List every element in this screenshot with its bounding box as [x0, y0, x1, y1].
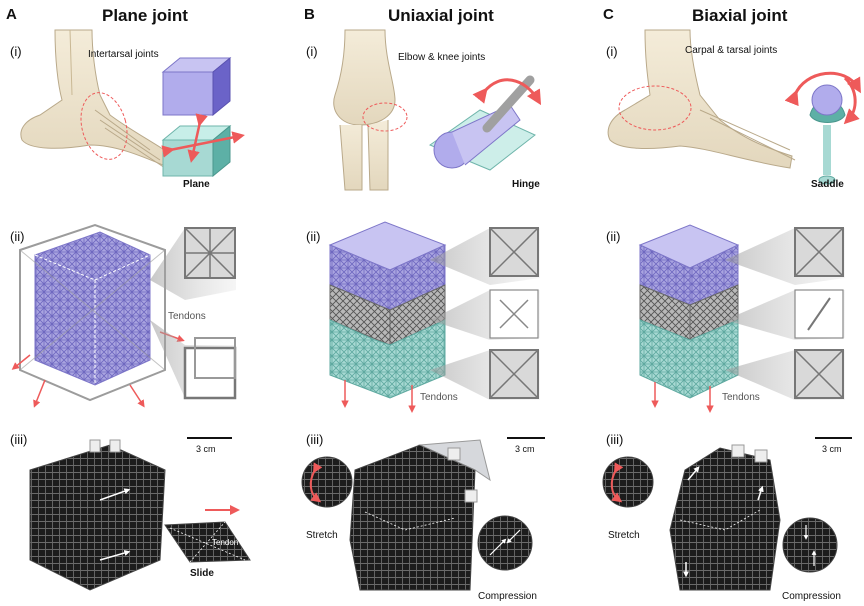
panel-a-label-ii: (ii) [10, 229, 25, 244]
scale-label-a: 3 cm [196, 444, 216, 454]
panel-b-joint-text: Elbow & knee joints [398, 52, 486, 63]
saddle-icon [784, 71, 861, 185]
unit-cell-callouts-a [150, 227, 237, 400]
unit-cell-callouts-c [725, 227, 845, 400]
panel-a-label-i: (i) [10, 44, 22, 59]
unit-cell-callouts-b [430, 227, 540, 400]
plane-block-icon [161, 56, 245, 178]
panel-c-tendons-label: Tendons [722, 392, 760, 403]
panel-c-stretch-label: Stretch [608, 530, 640, 541]
panel-c-photo [602, 444, 838, 591]
panel-a-tendons-label: Tendons [168, 311, 206, 322]
panel-b-shape-label: Hinge [512, 179, 540, 190]
panel-a-shape-label: Plane [183, 179, 210, 190]
panel-b-label-iii: (iii) [306, 432, 324, 447]
compression-inset-b [477, 515, 533, 571]
stretch-inset-c [602, 456, 654, 508]
panel-b-letter: B [304, 6, 315, 23]
panel-a-photo [29, 439, 251, 591]
carpal-highlight-circle [618, 85, 692, 131]
panel-c-letter: C [603, 6, 614, 23]
panel-b-label-ii: (ii) [306, 229, 321, 244]
panel-a-joint-text: Intertarsal joints [88, 49, 159, 60]
scale-label-b: 3 cm [515, 444, 535, 454]
panel-b-title: Uniaxial joint [388, 6, 494, 25]
panel-b-elbow-illustration [333, 29, 408, 191]
panel-b-label-i: (i) [306, 44, 318, 59]
panel-a-photo-inner-label: Tendon [212, 538, 239, 547]
plane-joint-lattice-cube [11, 223, 185, 408]
panel-b-tendons-label: Tendons [420, 392, 458, 403]
panel-c-joint-text: Carpal & tarsal joints [685, 45, 778, 56]
joint-highlight-circle [80, 92, 128, 160]
panel-c-foot-illustration [607, 29, 796, 169]
hinge-icon [428, 75, 542, 171]
stretch-inset-b [301, 456, 353, 508]
panel-c-label-iii: (iii) [606, 432, 624, 447]
panel-b-stretch-label: Stretch [306, 530, 338, 541]
uniaxial-lattice-stack [328, 221, 447, 413]
panel-c-shape-label: Saddle [811, 179, 844, 190]
panel-a-letter: A [6, 6, 17, 23]
panel-a-label-iii: (iii) [10, 432, 28, 447]
panel-a-title: Plane joint [102, 6, 188, 25]
panel-a-photo-label: Slide [190, 568, 214, 579]
panel-b-photo [301, 439, 533, 591]
panel-c-compression-label: Compression [782, 591, 841, 602]
panel-a-foot-illustration [20, 29, 181, 171]
biaxial-lattice-stack [638, 224, 740, 413]
elbow-highlight-circle [362, 102, 408, 132]
panel-c-title: Biaxial joint [692, 6, 788, 25]
scale-label-c: 3 cm [822, 444, 842, 454]
panel-c-label-i: (i) [606, 44, 618, 59]
panel-c-label-ii: (ii) [606, 229, 621, 244]
panel-b-compression-label: Compression [478, 591, 537, 602]
compression-inset-c [782, 517, 838, 573]
